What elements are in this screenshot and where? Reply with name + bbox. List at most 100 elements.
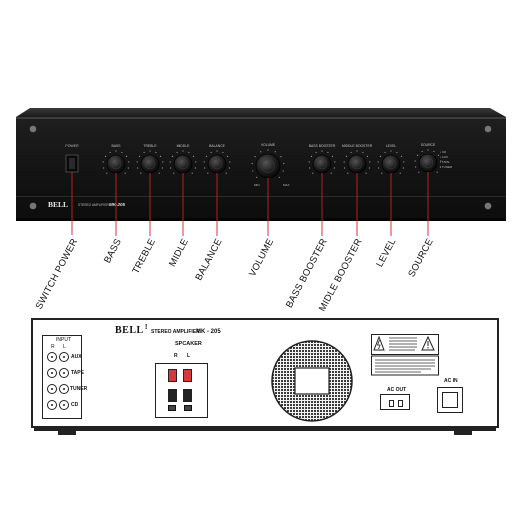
knob-scale-tick xyxy=(125,155,128,157)
knob-scale-tick xyxy=(225,172,227,174)
knob-scale-tick xyxy=(315,151,317,154)
knob-scale-tick xyxy=(282,170,284,172)
tuner-jack-r[interactable] xyxy=(47,384,57,394)
bass-booster-knob[interactable] xyxy=(312,154,332,174)
knob-scale-tick xyxy=(252,170,254,172)
knob-scale-tick xyxy=(396,151,398,154)
knob-scale-tick xyxy=(155,151,157,154)
knob-scale-tick xyxy=(254,155,256,158)
knob-scale-tick xyxy=(228,167,230,169)
knob-scale-tick xyxy=(400,155,403,157)
knob-scale-tick xyxy=(356,150,358,152)
knob-scale-tick xyxy=(399,172,401,174)
knob-scale-tick xyxy=(433,150,435,153)
fan-grille-icon xyxy=(269,338,355,424)
knob-cap xyxy=(422,157,434,169)
source-knob[interactable] xyxy=(418,153,438,173)
middle-knob[interactable] xyxy=(173,154,193,174)
aux-jack-r[interactable] xyxy=(47,352,57,362)
knob-scale-tick xyxy=(402,167,404,169)
knob-scale-tick xyxy=(309,167,311,169)
knob-scale-tick xyxy=(171,155,174,157)
knob-scale-tick xyxy=(204,167,206,169)
knob-scale-tick xyxy=(414,160,416,162)
cd-jack-l[interactable] xyxy=(59,400,69,410)
knob-cap xyxy=(351,158,363,170)
balance-knob[interactable] xyxy=(207,154,227,174)
speaker-l-plus-clip[interactable] xyxy=(183,369,192,382)
knob-scale-tick xyxy=(102,161,104,163)
knob-scale-tick xyxy=(427,149,429,151)
rear-base-line xyxy=(34,428,496,431)
rear-brand: BELL xyxy=(115,325,144,336)
tape-jack-l[interactable] xyxy=(59,368,69,378)
ac-in-socket[interactable] xyxy=(437,387,463,413)
aux-jack-l[interactable] xyxy=(59,352,69,362)
knob-scale-tick xyxy=(182,150,184,152)
speaker-r-plus-clip[interactable] xyxy=(168,369,177,382)
knob-scale-tick xyxy=(312,172,314,174)
input-channel-r: R xyxy=(51,344,55,350)
knob-scale-tick xyxy=(143,151,145,154)
knob-scale-tick xyxy=(104,155,107,157)
speaker-channel-r: R xyxy=(174,353,178,359)
knob-scale-tick xyxy=(327,151,329,154)
knob-cap xyxy=(385,158,397,170)
knob-scale-tick xyxy=(192,155,195,157)
bass-knob[interactable] xyxy=(106,154,126,174)
knob-scale-tick xyxy=(115,150,117,152)
tape-jack-r[interactable] xyxy=(47,368,57,378)
knob-scale-tick xyxy=(334,161,336,163)
volume-knob[interactable] xyxy=(255,153,281,179)
aux-label: AUX xyxy=(71,354,82,360)
knob-scale-tick xyxy=(415,166,417,168)
tuner-jack-l[interactable] xyxy=(59,384,69,394)
middle-booster-knob[interactable] xyxy=(347,154,367,174)
tape-label: TAPE xyxy=(71,370,84,376)
chassis-top xyxy=(16,108,506,117)
knob-scale-tick xyxy=(330,172,332,174)
knob-scale-tick xyxy=(176,151,178,154)
warning-label-icon xyxy=(371,334,439,376)
knob-scale-tick xyxy=(439,166,441,168)
balance-panel-label: BALANCE xyxy=(209,144,226,148)
knob-scale-tick xyxy=(170,167,172,169)
knob-scale-tick xyxy=(369,161,371,163)
knob-scale-tick xyxy=(379,155,382,157)
knob-scale-tick xyxy=(195,161,197,163)
knob-cap xyxy=(177,158,189,170)
level-knob[interactable] xyxy=(381,154,401,174)
knob-scale-tick xyxy=(161,167,163,169)
treble-knob[interactable] xyxy=(140,154,160,174)
cd-jack-r[interactable] xyxy=(47,400,57,410)
knob-scale-tick xyxy=(308,161,310,163)
callout-label-switch-power: SWITCH POWER xyxy=(33,236,81,312)
rear-title: STEREO AMPLIFIER xyxy=(151,329,200,335)
rear-model-number: MK - 205 xyxy=(196,329,221,335)
input-channel-l: L xyxy=(63,344,66,350)
knob-scale-tick xyxy=(103,167,105,169)
source-option-label: • TUNER xyxy=(440,165,453,169)
knob-scale-tick xyxy=(267,149,269,151)
knob-scale-tick xyxy=(137,167,139,169)
knob-scale-tick xyxy=(222,151,224,154)
knob-scale-tick xyxy=(377,161,379,163)
volume-max-label: MAX xyxy=(283,183,290,187)
knob-scale-tick xyxy=(109,151,111,154)
knob-scale-tick xyxy=(343,161,345,163)
knob-scale-tick xyxy=(260,151,262,153)
knob-scale-tick xyxy=(347,172,349,174)
knob-scale-tick xyxy=(366,155,369,157)
knob-scale-tick xyxy=(188,151,190,154)
source-option-label: • TAPE xyxy=(440,160,449,164)
knob-scale-tick xyxy=(436,171,438,173)
input-jack-panel: INPUT R L AUX TAPE TUNER CD xyxy=(42,335,87,419)
foot-left xyxy=(58,431,76,435)
speaker-r-minus-clip[interactable] xyxy=(168,389,177,402)
terminal-screw-icon xyxy=(168,405,176,411)
rear-brand-mark: ! xyxy=(145,324,148,331)
speaker-l-minus-clip[interactable] xyxy=(183,389,192,402)
ac-out-socket[interactable] xyxy=(380,394,410,410)
power-label: POWER xyxy=(65,144,79,148)
